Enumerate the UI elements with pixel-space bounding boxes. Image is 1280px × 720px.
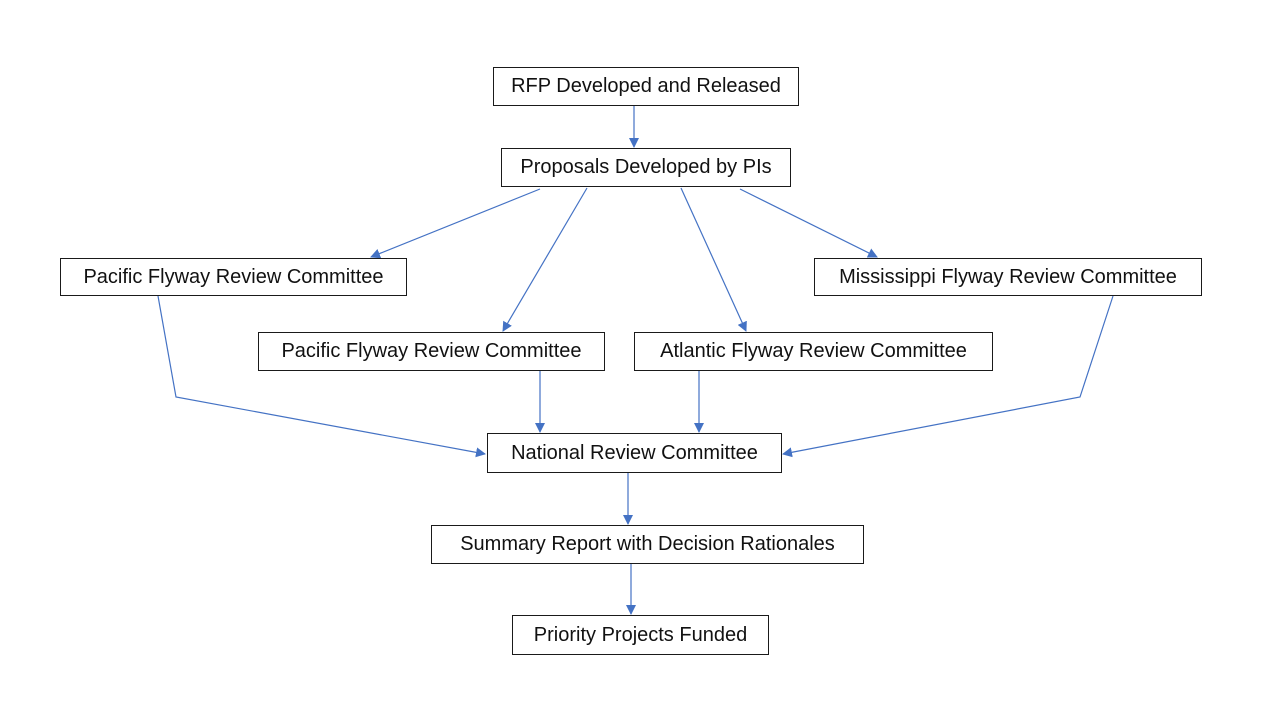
node-label: Atlantic Flyway Review Committee [660,340,967,362]
node-label: Pacific Flyway Review Committee [281,340,582,362]
node-label: RFP Developed and Released [511,75,781,97]
arrow-proposals-to-atlantic [680,187,747,332]
node-rfp-developed-and-released: RFP Developed and Released [493,67,799,106]
node-pacific-flyway-review-committee-left: Pacific Flyway Review Committee [60,258,407,296]
arrow-pacific-1-to-national [157,295,486,458]
arrow-proposals-to-pacific-1 [370,188,541,259]
arrow-proposals-to-pacific-2 [502,187,588,332]
node-label: Mississippi Flyway Review Committee [839,265,1177,288]
node-label: Priority Projects Funded [533,623,748,646]
node-label: National Review Committee [511,441,758,464]
node-label: Proposals Developed by PIs [520,156,772,178]
node-mississippi-flyway-review-committee: Mississippi Flyway Review Committee [814,258,1202,296]
arrow-proposals-to-mississippi [739,188,878,258]
node-pacific-flyway-review-committee-center: Pacific Flyway Review Committee [258,332,605,371]
node-summary-report: Summary Report with Decision Rationales [431,525,864,564]
node-label: Pacific Flyway Review Committee [83,265,384,288]
node-proposals-developed-by-pis: Proposals Developed by PIs [501,148,791,187]
node-national-review-committee: National Review Committee [487,433,782,473]
arrow-mississippi-to-national [782,295,1114,458]
node-priority-projects-funded: Priority Projects Funded [512,615,769,655]
node-atlantic-flyway-review-committee: Atlantic Flyway Review Committee [634,332,993,371]
node-label: Summary Report with Decision Rationales [460,533,835,555]
